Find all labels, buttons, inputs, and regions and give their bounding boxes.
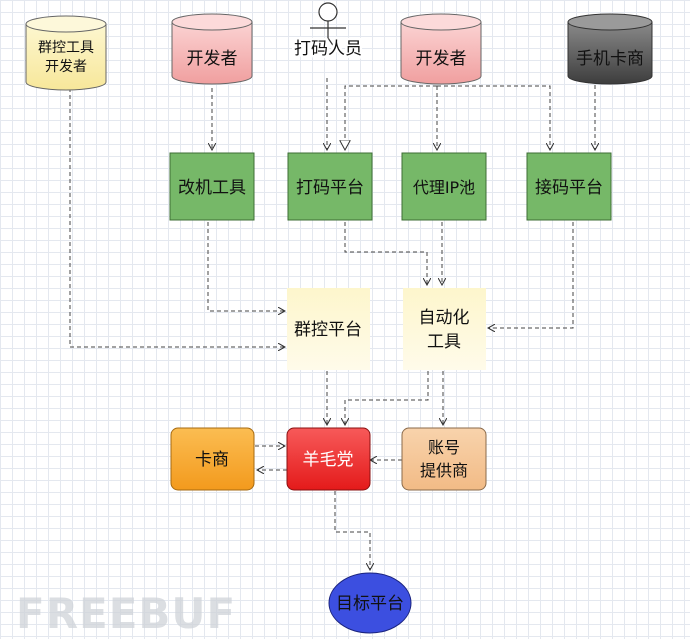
developer-right-label: 开发者	[416, 49, 467, 69]
connectors	[69, 78, 595, 570]
sim-card-vendor-label: 手机卡商	[576, 49, 644, 69]
edge-sms-to-auto	[488, 222, 574, 328]
actor-developer-right: 开发者	[400, 13, 482, 85]
automation-tool-label-1: 自动化	[419, 308, 470, 328]
captcha-platform-label: 打码平台	[296, 178, 364, 198]
fraud-group-node: 羊毛党	[286, 427, 371, 491]
edge-fraud-to-target	[334, 491, 370, 570]
group-control-platform-label: 群控平台	[294, 320, 362, 340]
edge-developer-to-sms	[437, 85, 550, 150]
actor-group-control-developer: 群控工具 开发者	[25, 15, 107, 91]
actor-captcha-worker	[310, 2, 346, 55]
actor-sim-card-vendor: 手机卡商	[567, 13, 653, 85]
device-mod-label: 改机工具	[178, 178, 246, 198]
captcha-worker-label: 打码人员	[294, 39, 362, 59]
edge-auto-to-fraud	[345, 371, 429, 425]
card-vendor-node: 卡商	[170, 427, 255, 491]
target-platform-node: 目标平台	[328, 572, 412, 634]
sms-platform-label: 接码平台	[535, 178, 603, 198]
tool-automation: 自动化 工具	[403, 288, 486, 370]
group-control-developer-label-1: 群控工具	[38, 40, 94, 56]
edge-groupdev-to-group	[69, 88, 285, 347]
watermark: FREEBUF	[16, 589, 236, 638]
target-platform-label: 目标平台	[336, 594, 404, 614]
edge-developer-to-captcha	[345, 85, 437, 150]
card-vendor-label: 卡商	[195, 450, 229, 470]
tool-group-control-platform: 群控平台	[287, 288, 370, 370]
developer-left-label: 开发者	[187, 49, 238, 69]
account-provider-label-1: 账号	[428, 438, 460, 457]
tool-captcha-platform: 打码平台	[287, 152, 373, 221]
stick-figure-head-icon	[318, 2, 338, 22]
account-provider-label-2: 提供商	[420, 461, 468, 480]
tool-device-mod: 改机工具	[169, 152, 255, 221]
actor-developer-left: 开发者	[171, 13, 253, 85]
account-provider-node: 账号 提供商	[401, 427, 487, 491]
tool-proxy-ip-pool: 代理IP池	[401, 152, 487, 221]
group-control-developer-label-2: 开发者	[45, 59, 87, 75]
proxy-ip-pool-label: 代理IP池	[413, 178, 475, 197]
fraud-group-label: 羊毛党	[303, 450, 354, 470]
automation-tool-label-2: 工具	[427, 332, 461, 352]
tool-sms-platform: 接码平台	[526, 152, 612, 221]
edge-devmod-to-group	[207, 222, 285, 311]
edge-captcha-to-auto	[344, 222, 427, 285]
